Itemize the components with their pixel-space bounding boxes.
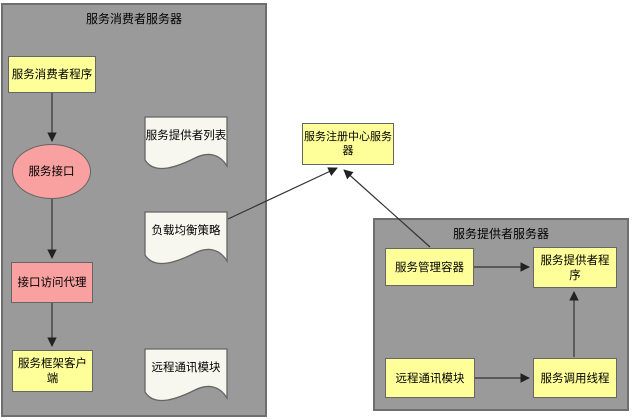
document-shape [144, 116, 228, 170]
node-service-interface: 服务接口 [12, 144, 91, 199]
provider-server-title: 服务提供者服务器 [452, 227, 549, 241]
provider-list-label: 服务提供者列表 [145, 128, 227, 142]
consumer-server-title: 服务消费者服务器 [85, 12, 182, 26]
node-provider-list: 服务提供者列表 [144, 116, 228, 170]
node-proxy: 接口访问代理 [11, 262, 93, 303]
node-lb-strategy: 负载均衡策略 [144, 211, 228, 265]
node-call-thread: 服务调用线程 [533, 358, 617, 398]
node-registry: 服务注册中心服务器 [302, 123, 394, 165]
document-shape [144, 348, 228, 402]
lb-strategy-label: 负载均衡策略 [151, 223, 221, 237]
node-remote-comm-right: 远程通讯模块 [385, 358, 475, 398]
node-remote-comm-left: 远程通讯模块 [144, 348, 228, 402]
node-framework-client: 服务框架客户端 [12, 350, 93, 392]
node-mgmt-container: 服务管理容器 [385, 248, 474, 286]
node-provider-program: 服务提供者程序 [533, 247, 617, 288]
node-consumer-program: 服务消费者程序 [8, 56, 96, 93]
remote-comm-left-label: 远程通讯模块 [151, 360, 221, 374]
document-shape [144, 211, 228, 265]
